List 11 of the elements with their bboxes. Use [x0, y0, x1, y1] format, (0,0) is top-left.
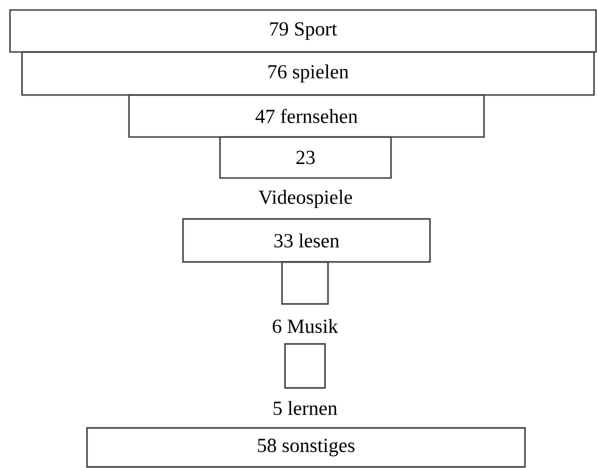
bar: 33 lesen [182, 218, 431, 263]
bar: 47 fernsehen [128, 94, 485, 138]
bar: 58 sonstiges [86, 427, 526, 468]
bar: 76 spielen [21, 51, 595, 96]
node-label: 5 lernen [274, 400, 338, 416]
bar: 6 Musik [272, 261, 338, 334]
bar: 5 lernen [274, 343, 338, 416]
bar: 23 Videospiele [219, 136, 392, 208]
bar: 79 Sport [9, 9, 597, 53]
node-label: Videospiele [258, 190, 352, 208]
node-label: 6 Musik [272, 318, 338, 334]
